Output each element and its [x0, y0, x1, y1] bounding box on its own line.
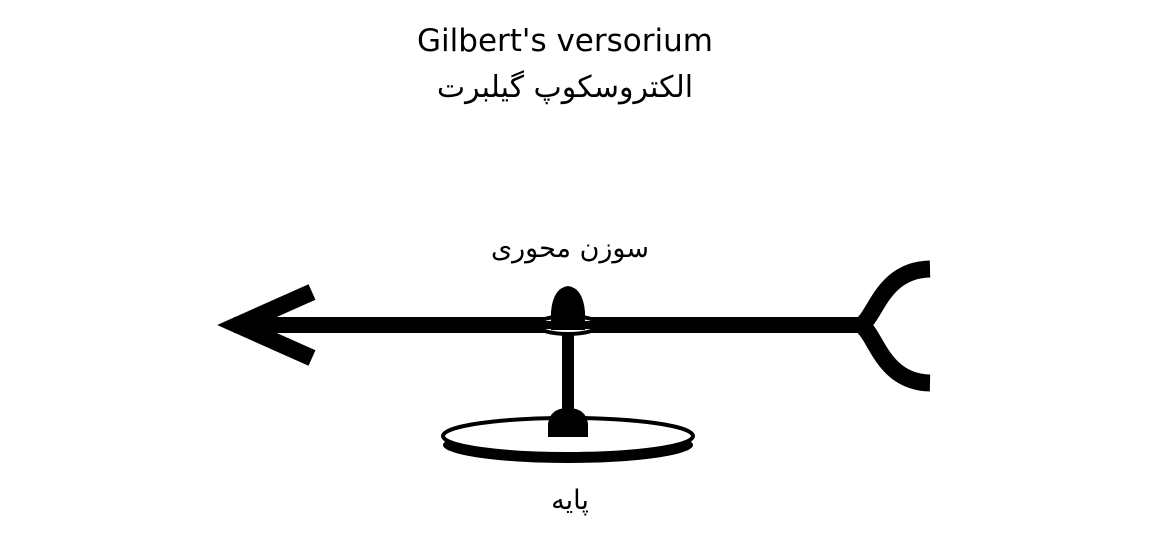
- base-label: پایه: [551, 485, 589, 516]
- title-persian: الکتروسکوپ گیلبرت: [436, 70, 694, 105]
- pivot-foot: [548, 408, 588, 437]
- needle-tail-fork: [855, 260, 931, 392]
- title-english: Gilbert's versorium: [417, 23, 713, 59]
- pivot-cap: [551, 286, 585, 330]
- needle-label: سوزن محوری: [490, 233, 650, 264]
- needle-arrowhead: [217, 284, 316, 366]
- pivot-pin: [562, 312, 574, 422]
